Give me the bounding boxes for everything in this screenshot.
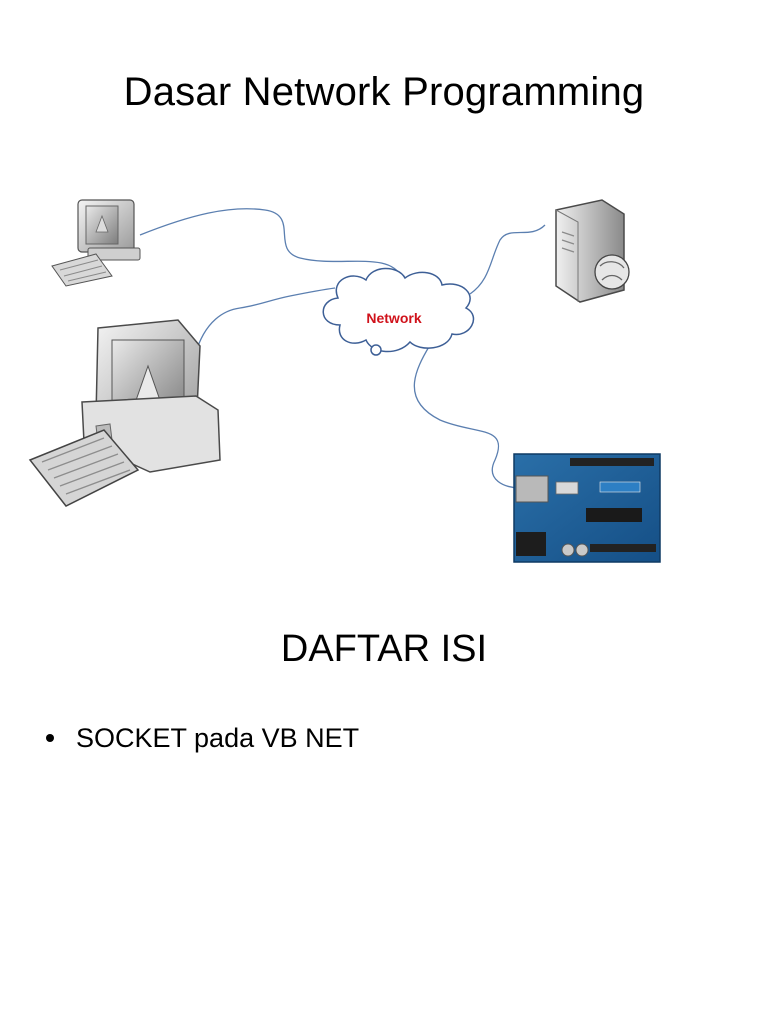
network-cloud: Network — [322, 267, 475, 356]
link-arduino — [413, 344, 521, 489]
server-icon — [555, 199, 630, 303]
section-title: DAFTAR ISI — [280, 628, 488, 670]
network-links — [139, 208, 546, 489]
link-small-computer — [139, 208, 403, 279]
link-large-computer — [194, 287, 336, 356]
list-item-text: SOCKET pada VB NET — [76, 723, 360, 753]
computer-icon — [28, 319, 221, 507]
bullet-list: SOCKET pada VB NET — [44, 718, 359, 758]
cloud-label: Network — [366, 310, 421, 326]
computer-icon — [51, 199, 141, 287]
bullet-icon — [46, 734, 54, 742]
link-server — [469, 224, 546, 295]
list-item: SOCKET pada VB NET — [44, 718, 359, 758]
slide-title: Dasar Network Programming — [123, 70, 645, 114]
network-diagram: Network — [28, 199, 661, 563]
arduino-board-icon — [513, 453, 661, 563]
